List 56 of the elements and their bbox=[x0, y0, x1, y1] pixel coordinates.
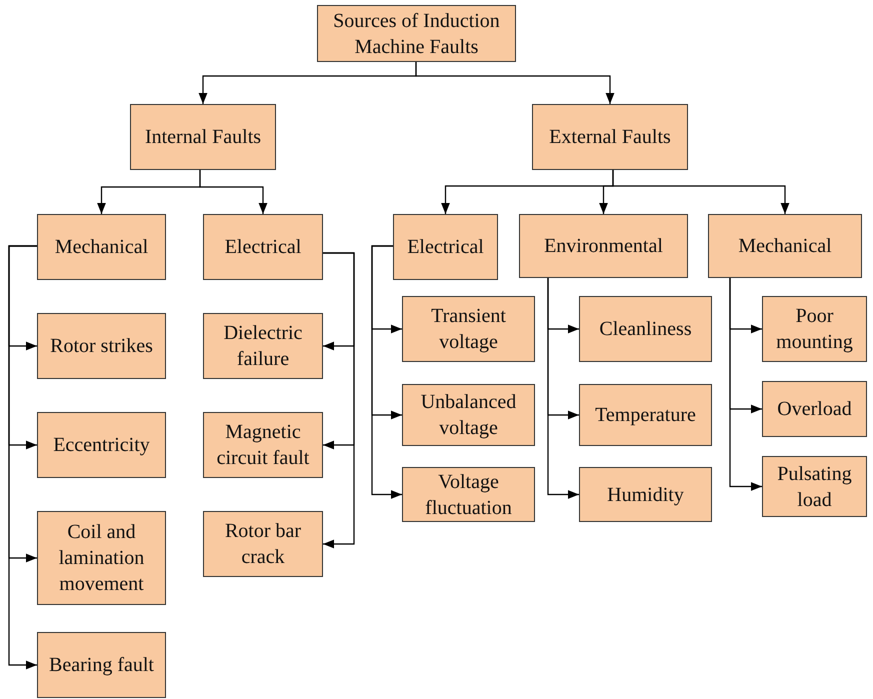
arrow bbox=[199, 170, 268, 214]
box-label: Coil and lamination movement bbox=[58, 520, 146, 597]
category-box bbox=[762, 296, 867, 362]
arrow bbox=[612, 170, 790, 214]
box-label: Humidity bbox=[607, 482, 684, 508]
box-label: Rotor strikes bbox=[50, 334, 153, 359]
category-box bbox=[402, 384, 535, 446]
category-box bbox=[393, 214, 498, 280]
arrow bbox=[415, 62, 614, 104]
category-box bbox=[203, 412, 323, 478]
box-label: Dielectric failure bbox=[222, 321, 304, 372]
box-label: Electrical bbox=[224, 235, 302, 260]
arrow bbox=[323, 252, 355, 548]
box-label: Temperature bbox=[595, 403, 696, 428]
box-label: Mechanical bbox=[738, 234, 832, 259]
box-label: Eccentricity bbox=[53, 433, 150, 458]
box-label: Pulsating load bbox=[776, 462, 853, 512]
category-box bbox=[519, 214, 688, 278]
box-label: Voltage fluctuation bbox=[424, 470, 513, 520]
category-box bbox=[402, 467, 535, 522]
category-box bbox=[402, 296, 535, 362]
category-box bbox=[130, 104, 276, 170]
arrow bbox=[371, 245, 402, 499]
box-label: Environmental bbox=[544, 234, 663, 259]
box-label: Overload bbox=[777, 397, 852, 422]
category-box bbox=[532, 104, 688, 170]
arrow bbox=[547, 278, 579, 499]
root-box bbox=[317, 5, 516, 62]
category-box bbox=[37, 313, 166, 379]
category-box bbox=[579, 296, 712, 362]
category-box bbox=[579, 467, 712, 522]
arrow bbox=[8, 245, 37, 670]
box-label: External Faults bbox=[549, 125, 671, 150]
box-label: Internal Faults bbox=[144, 125, 262, 150]
box-label: Unbalanced voltage bbox=[420, 390, 518, 441]
box-label: Mechanical bbox=[54, 235, 148, 260]
box-label: Poor mounting bbox=[775, 304, 854, 355]
category-box bbox=[203, 214, 323, 280]
box-label: Transient voltage bbox=[430, 304, 507, 355]
box-label: Rotor bar crack bbox=[224, 519, 302, 570]
category-box bbox=[762, 381, 867, 437]
category-box bbox=[708, 214, 862, 278]
category-box bbox=[37, 632, 166, 698]
category-box bbox=[37, 511, 166, 605]
category-box bbox=[762, 456, 867, 517]
box-label: Magnetic circuit fault bbox=[216, 420, 310, 471]
box-label: Sources of Induction Machine Faults bbox=[332, 8, 501, 60]
category-box bbox=[203, 511, 323, 577]
box-label: Cleanliness bbox=[599, 317, 692, 342]
category-box bbox=[579, 384, 712, 446]
box-label: Electrical bbox=[407, 235, 484, 260]
category-box bbox=[37, 214, 166, 280]
category-box bbox=[37, 412, 166, 478]
category-box bbox=[203, 313, 323, 379]
box-label: Bearing fault bbox=[49, 653, 154, 678]
arrow bbox=[729, 278, 762, 491]
